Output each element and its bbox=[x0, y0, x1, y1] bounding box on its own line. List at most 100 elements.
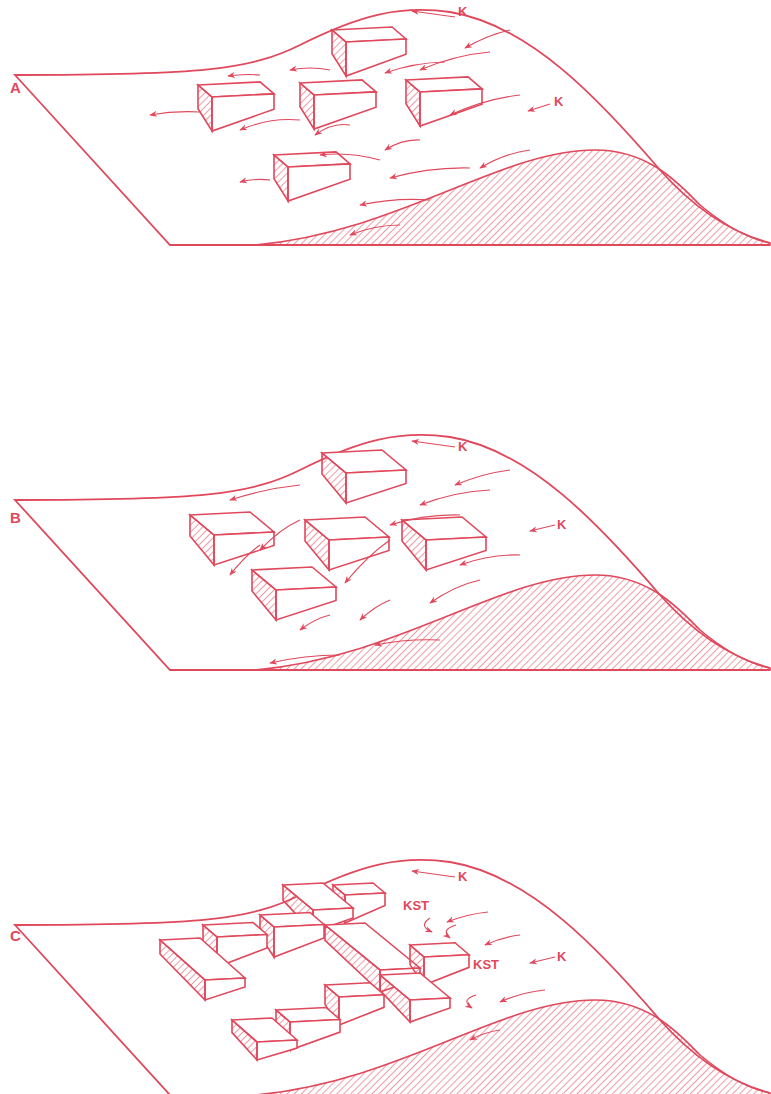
building-side bbox=[314, 92, 376, 129]
building-side bbox=[276, 587, 336, 620]
wind-arrow bbox=[385, 62, 445, 73]
wind-arrow bbox=[228, 74, 260, 76]
wind-label: K bbox=[557, 518, 566, 531]
turbulence-arrow bbox=[467, 995, 476, 1008]
wind-arrow bbox=[447, 912, 488, 922]
wind-arrow bbox=[530, 525, 555, 531]
wind-arrow bbox=[450, 95, 520, 115]
building bbox=[260, 913, 324, 958]
building-end bbox=[190, 515, 214, 565]
wind-arrow bbox=[528, 104, 550, 111]
wind-arrow bbox=[390, 515, 460, 525]
building-end bbox=[198, 85, 212, 131]
building-side bbox=[410, 998, 450, 1022]
wind-arrow bbox=[465, 30, 510, 48]
terrain-sheet bbox=[15, 860, 770, 1094]
wind-arrow bbox=[260, 520, 300, 550]
terrain-sheet bbox=[15, 10, 770, 245]
wind-arrow bbox=[420, 490, 490, 505]
panel-letter: B bbox=[10, 510, 21, 525]
building bbox=[252, 567, 336, 620]
wind-arrow bbox=[230, 545, 260, 575]
wind-arrow bbox=[375, 640, 440, 645]
wind-label: K bbox=[554, 95, 563, 108]
wind-arrow bbox=[470, 1030, 500, 1040]
building-end bbox=[232, 1020, 257, 1060]
building-side bbox=[424, 955, 469, 985]
wind-arrow bbox=[455, 470, 510, 485]
terrain-sheet bbox=[15, 435, 770, 670]
wind-arrow bbox=[350, 225, 400, 235]
turbulence-label: KST bbox=[403, 899, 429, 912]
panel-letter: C bbox=[10, 928, 21, 943]
building-end bbox=[332, 30, 346, 76]
wind-arrow bbox=[500, 990, 545, 1002]
building-side bbox=[214, 532, 274, 565]
building-side bbox=[339, 995, 384, 1025]
terrain-panel bbox=[15, 435, 770, 670]
building-end bbox=[305, 520, 329, 570]
wind-arrow bbox=[270, 655, 340, 663]
building-end bbox=[160, 940, 205, 1000]
building-side bbox=[346, 470, 406, 503]
building-end bbox=[402, 520, 426, 570]
turbulence-label: KST bbox=[473, 958, 499, 971]
wind-arrow bbox=[390, 168, 470, 178]
wind-arrow bbox=[150, 112, 200, 115]
building-side bbox=[205, 978, 245, 1000]
building-side bbox=[420, 89, 482, 126]
wind-arrow bbox=[430, 580, 480, 603]
building-side bbox=[212, 94, 274, 131]
building-side bbox=[288, 164, 350, 201]
wind-arrow bbox=[460, 555, 520, 565]
wind-label: K bbox=[458, 440, 467, 453]
wind-arrow bbox=[360, 199, 430, 205]
building bbox=[332, 27, 406, 76]
building-side bbox=[257, 1040, 297, 1060]
wind-arrow bbox=[315, 124, 350, 135]
wind-arrow bbox=[530, 957, 555, 963]
wind-arrow bbox=[290, 68, 330, 70]
terrain-panel bbox=[15, 10, 770, 245]
wind-arrow bbox=[412, 871, 455, 877]
building-end bbox=[406, 80, 420, 126]
wind-arrow bbox=[485, 935, 520, 945]
wind-label: K bbox=[458, 5, 467, 18]
building-end bbox=[274, 155, 288, 201]
wind-arrow bbox=[360, 600, 390, 620]
terrain-hill bbox=[255, 150, 770, 245]
building bbox=[300, 80, 376, 129]
building bbox=[274, 152, 350, 201]
building-side bbox=[274, 925, 324, 958]
building bbox=[232, 1018, 297, 1060]
wind-label: K bbox=[458, 870, 467, 883]
wind-arrow bbox=[240, 179, 270, 182]
wind-arrow bbox=[240, 119, 300, 130]
terrain-hill bbox=[255, 1000, 770, 1094]
building bbox=[305, 517, 389, 570]
building bbox=[198, 82, 274, 131]
building bbox=[380, 973, 450, 1022]
building-end bbox=[322, 453, 346, 503]
turbulence-arrow bbox=[424, 918, 432, 932]
building bbox=[406, 77, 482, 126]
building-end bbox=[252, 570, 276, 620]
building bbox=[322, 450, 406, 503]
building-end bbox=[300, 83, 314, 129]
wind-arrow bbox=[385, 140, 420, 150]
terrain-panel bbox=[15, 860, 770, 1094]
terrain-hill bbox=[255, 575, 770, 670]
panel-letter: A bbox=[10, 80, 21, 95]
wind-arrow bbox=[230, 485, 300, 500]
building-side bbox=[346, 39, 406, 76]
wind-arrow bbox=[320, 154, 380, 160]
building bbox=[160, 938, 245, 1000]
building bbox=[190, 512, 274, 565]
wind-arrow bbox=[420, 52, 490, 70]
wind-arrow bbox=[412, 11, 455, 17]
wind-arrow bbox=[412, 441, 455, 447]
building-side bbox=[426, 537, 486, 570]
wind-arrow bbox=[480, 150, 530, 168]
